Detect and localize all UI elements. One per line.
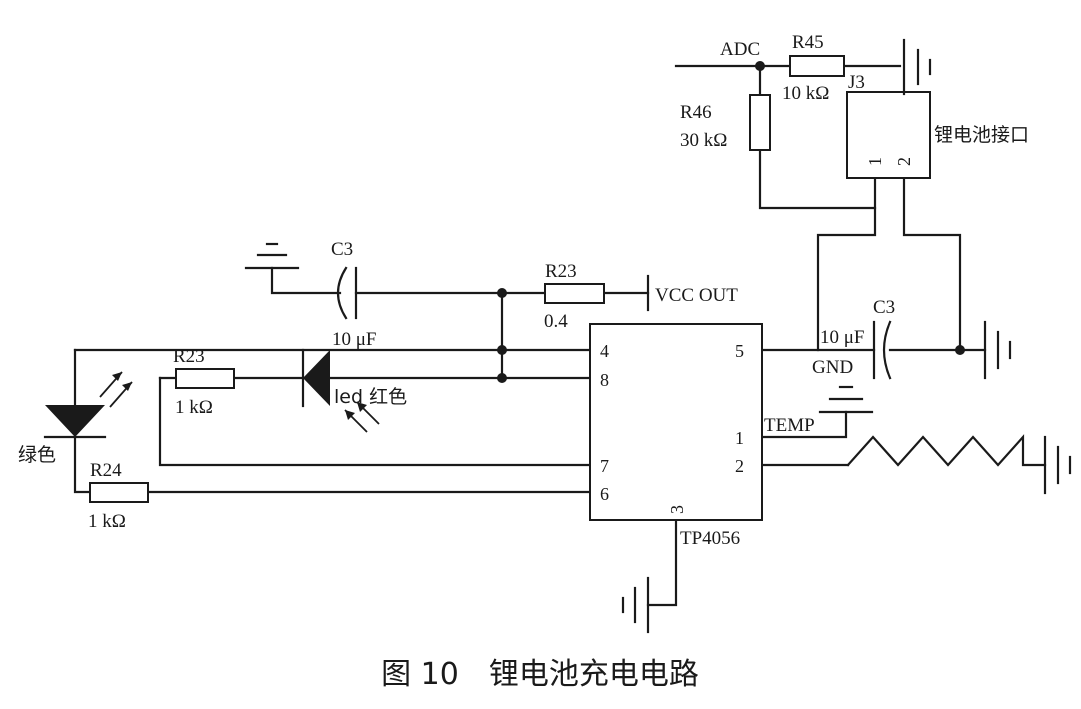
capacitor-c3-left [336,266,358,320]
temp-label: TEMP [764,415,815,436]
led-red [301,348,380,433]
c3-right-value-label: 10 μF [820,327,865,348]
resistor-r24 [89,482,149,503]
r45-label: R45 [792,32,824,53]
r23-left-value-label: 1 kΩ [175,397,213,418]
led-red-label: led 红色 [334,386,407,408]
resistor-r23-top [544,283,605,304]
r46-value-label: 30 kΩ [680,130,727,151]
r24-label: R24 [90,460,122,481]
r24-value-label: 1 kΩ [88,511,126,532]
ground-gnd-label [818,385,874,414]
ic-pin7-label: 7 [600,456,609,476]
vcc-out-label: VCC OUT [655,285,738,306]
r23-top-label: R23 [545,261,577,282]
figure-caption: 图 10 锂电池充电电路 [381,657,699,692]
ic-pin6-label: 6 [600,484,609,504]
adc-label: ADC [720,39,760,60]
green-led-label: 绿色 [18,444,56,466]
led-green [43,371,133,439]
resistor-r45 [789,55,845,77]
gnd-label: GND [812,357,853,378]
ic-pin8-label: 8 [600,370,609,390]
r23-top-value-label: 0.4 [544,311,568,332]
ground-top-right [902,38,932,96]
ic-pin2-label: 2 [735,456,744,476]
connector-j3 [846,91,931,179]
ground-pin3 [621,576,650,634]
ground-c3-left [244,242,300,270]
resistor-r46 [749,94,771,151]
r45-value-label: 10 kΩ [782,83,829,104]
r23-left-label: R23 [173,346,205,367]
resistor-r23-left [175,368,235,389]
c3-right-label: C3 [873,297,895,318]
j3-pin2-label: 2 [894,157,914,166]
capacitor-c3-right [872,320,892,380]
ic-name-label: TP4056 [680,528,740,549]
r46-label: R46 [680,102,712,123]
ic-pin1-label: 1 [735,428,744,448]
ground-right-c3 [983,320,1012,380]
ic-tp4056 [589,323,763,521]
j3-label: J3 [848,72,865,93]
c3-left-value-label: 10 μF [332,329,377,350]
ic-pin3-label: 3 [667,505,687,514]
junctions [497,61,965,383]
ic-pin4-label: 4 [600,341,609,361]
j3-description-label: 锂电池接口 [934,124,1029,146]
ground-pin2-resistor [1043,435,1072,495]
c3-left-label: C3 [331,239,353,260]
ic-pin5-label: 5 [735,341,744,361]
j3-pin1-label: 1 [865,157,885,166]
